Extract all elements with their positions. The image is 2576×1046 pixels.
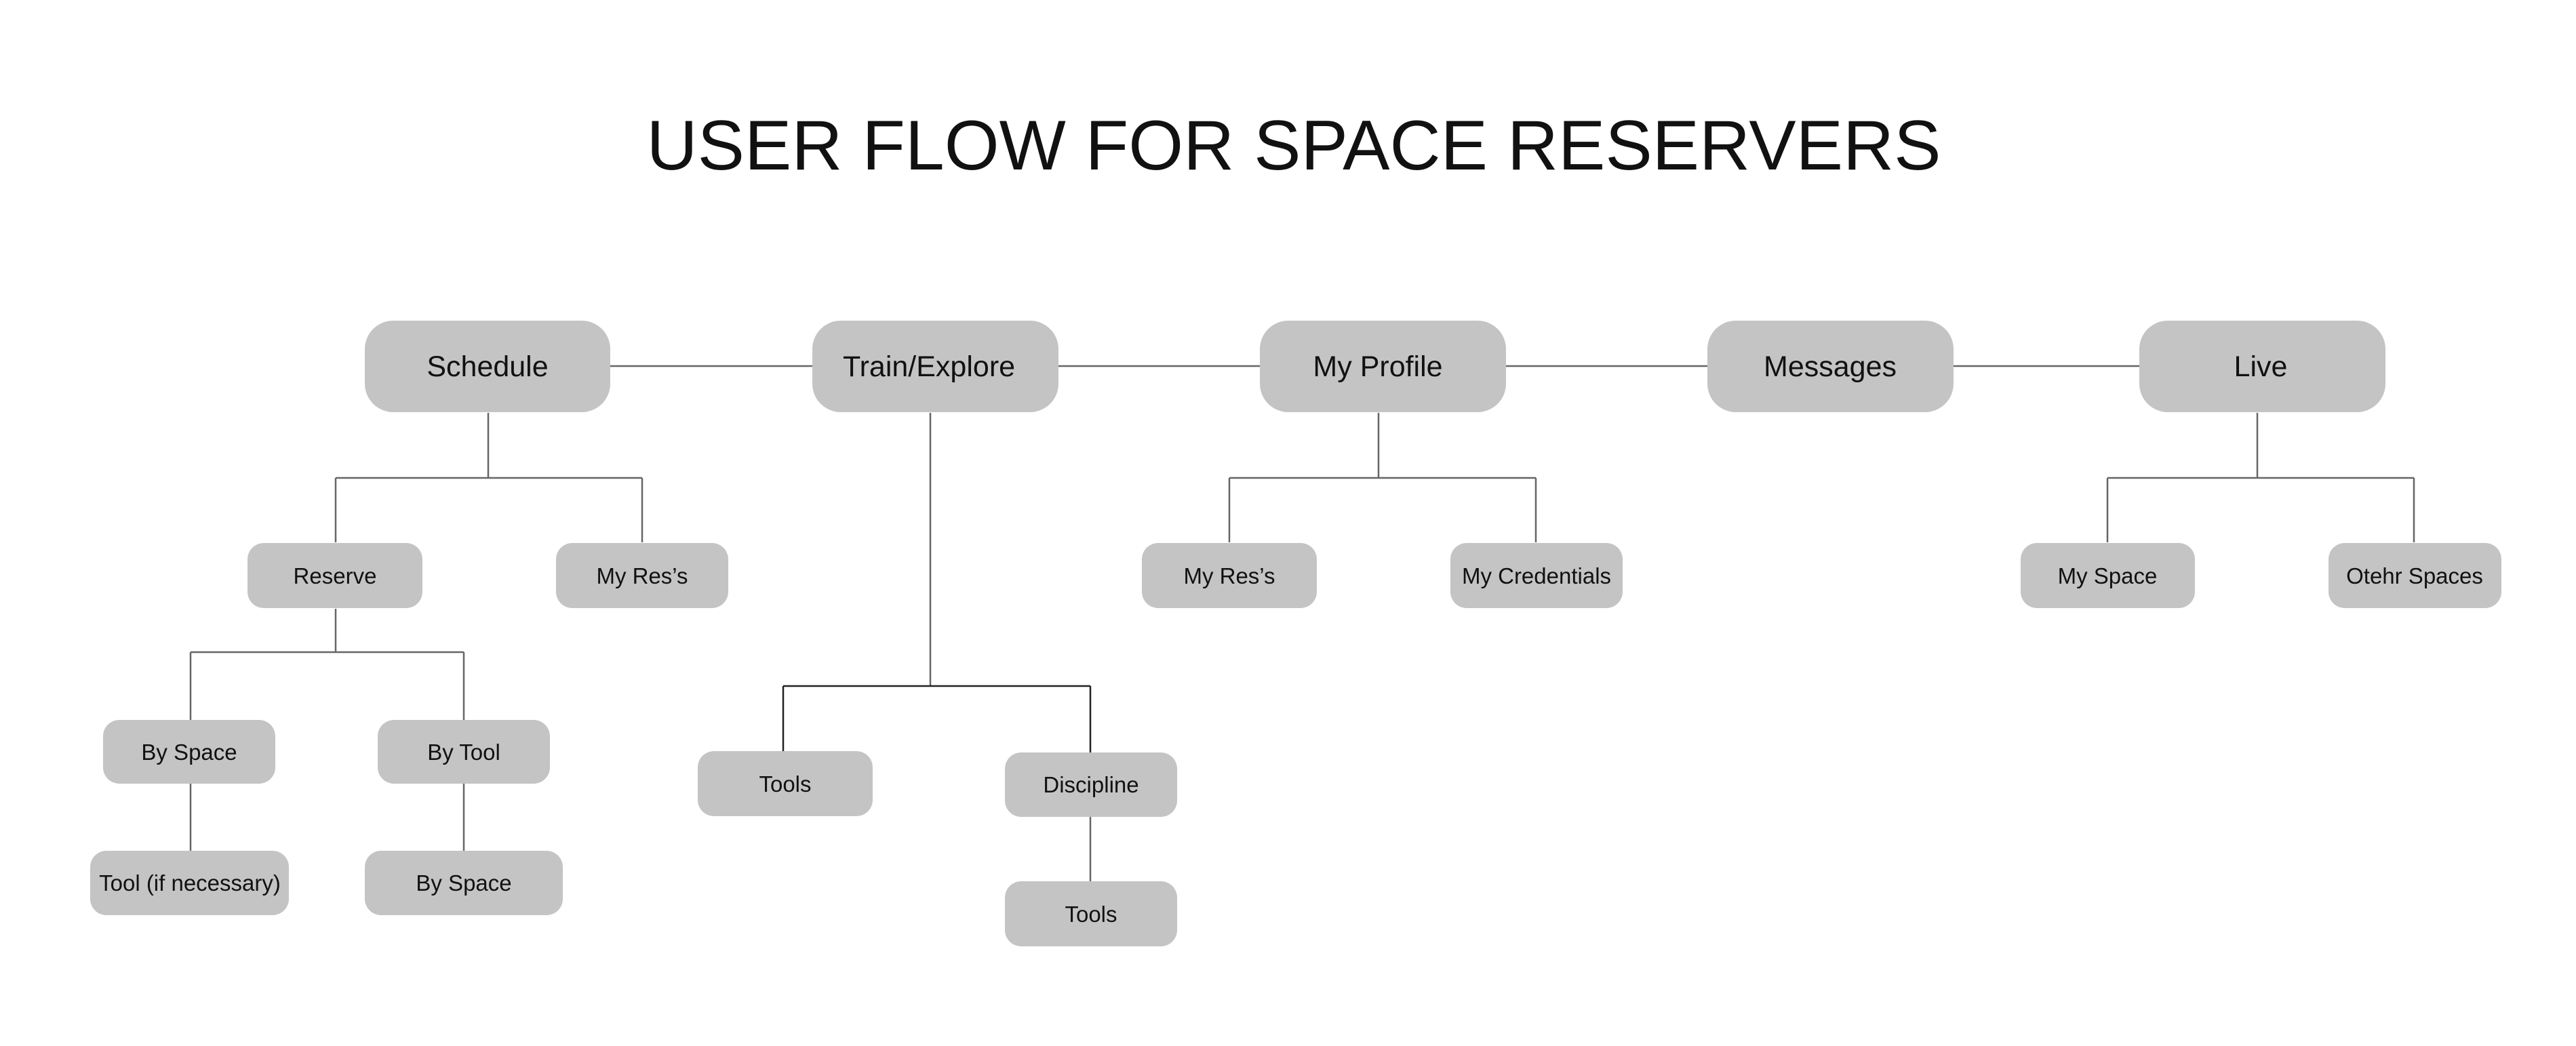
node-label: Discipline: [1043, 772, 1138, 797]
node-tool-if-necessary: Tool (if necessary): [90, 851, 289, 915]
node-label: By Space: [141, 740, 237, 765]
node-label: Messages: [1764, 350, 1897, 383]
node-by-tool: By Tool: [378, 720, 550, 784]
node-my-space: My Space: [2021, 543, 2195, 608]
node-label: My Credentials: [1462, 563, 1611, 588]
node-by-space: By Space: [103, 720, 275, 784]
edge-live-children: [2106, 413, 2415, 542]
node-discipline: Discipline: [1005, 752, 1177, 817]
node-label: Schedule: [427, 350, 548, 383]
node-label: My Space: [2058, 563, 2158, 588]
node-label: My Res’s: [596, 563, 688, 588]
node-reserve: Reserve: [247, 543, 422, 608]
connectors: [189, 365, 2415, 881]
node-label: Live: [2234, 350, 2288, 383]
node-label: My Profile: [1313, 350, 1442, 383]
diagram-title: USER FLOW FOR SPACE RESERVERS: [647, 106, 1941, 185]
node-messages: Messages: [1707, 321, 1954, 412]
node-schedule-my-res: My Res’s: [556, 543, 728, 608]
node-other-spaces: Otehr Spaces: [2329, 543, 2501, 608]
node-schedule: Schedule: [365, 321, 610, 412]
node-my-credentials: My Credentials: [1450, 543, 1623, 608]
node-label: By Tool: [427, 740, 500, 765]
node-label: My Res’s: [1183, 563, 1275, 588]
node-label: Reserve: [294, 563, 377, 588]
node-label: Otehr Spaces: [2346, 563, 2483, 588]
node-label: Tools: [1065, 902, 1117, 927]
node-live: Live: [2139, 321, 2385, 412]
edge-my-profile-children: [1228, 413, 1537, 542]
node-my-profile: My Profile: [1260, 321, 1506, 412]
node-by-tool-by-space: By Space: [365, 851, 563, 915]
edge-train-explore-children: [782, 685, 1092, 752]
node-label: Train/Explore: [843, 350, 1015, 383]
node-train-explore: Train/Explore: [812, 321, 1058, 412]
node-label: Tools: [759, 771, 811, 797]
node-discipline-tools: Tools: [1005, 881, 1177, 946]
node-label: Tool (if necessary): [99, 870, 281, 896]
edge-reserve-children: [189, 609, 465, 720]
node-train-tools: Tools: [698, 751, 873, 816]
node-profile-my-res: My Res’s: [1142, 543, 1317, 608]
edge-schedule-children: [334, 413, 643, 542]
node-label: By Space: [416, 870, 511, 896]
